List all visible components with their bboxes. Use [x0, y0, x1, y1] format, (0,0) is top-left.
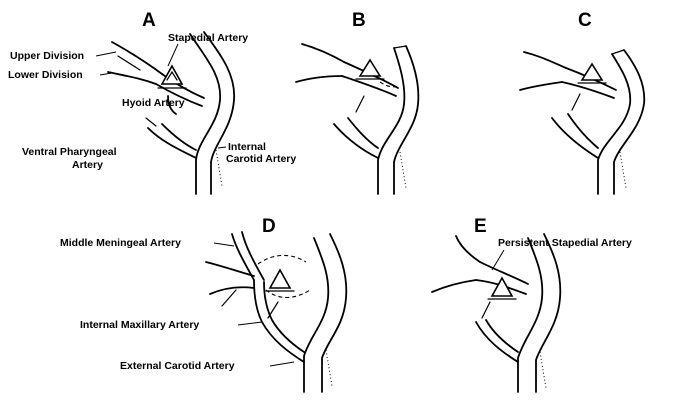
label-stapedial-artery: Stapedial Artery [168, 32, 248, 44]
panel-letter-b: B [352, 10, 366, 31]
panel-letter-e: E [474, 216, 487, 237]
label-internal-line1: Internal [228, 141, 266, 153]
label-upper-division: Upper Division [10, 50, 84, 62]
internal-maxillary-artery-vessel [206, 262, 254, 276]
panel-letter-d: D [262, 216, 276, 237]
internal-carotid-artery-vessel [378, 48, 404, 194]
panel-letter-a: A [142, 10, 156, 31]
panel-d: D Middle Meningeal Artery Internal Maxil… [60, 216, 346, 392]
internal-carotid-artery-vessel [518, 238, 542, 392]
label-internal-maxillary-artery: Internal Maxillary Artery [80, 319, 199, 331]
stapes-icon [360, 60, 380, 76]
panel-letter-c: C [578, 10, 592, 31]
internal-carotid-artery-vessel [190, 34, 220, 194]
external-carotid-artery-vessel [254, 280, 304, 362]
stapes-icon [270, 270, 290, 288]
panel-c: C [520, 10, 644, 194]
label-carotid-artery-line2: Carotid Artery [226, 153, 296, 165]
upper-division-vessel [112, 42, 162, 74]
label-ventral-pharyngeal-line2: Artery [72, 159, 103, 171]
label-external-carotid-artery: External Carotid Artery [120, 360, 235, 372]
stapes-icon [582, 64, 602, 80]
panel-e: E Persistent Stapedial Artery [432, 216, 632, 392]
label-lower-division: Lower Division [8, 69, 83, 81]
panel-a: A Stapedial Artery Upper Division Lower … [8, 10, 296, 194]
label-hyoid-artery: Hyoid Artery [122, 97, 185, 109]
label-middle-meningeal-artery: Middle Meningeal Artery [60, 237, 181, 249]
panel-b: B [296, 10, 418, 194]
stapes-icon [162, 66, 182, 84]
internal-carotid-artery-vessel [304, 238, 328, 392]
lower-division-vessel [108, 72, 156, 84]
label-ventral-pharyngeal-line1: Ventral Pharyngeal [22, 146, 117, 158]
label-persistent-stapedial-artery: Persistent Stapedial Artery [498, 237, 632, 249]
